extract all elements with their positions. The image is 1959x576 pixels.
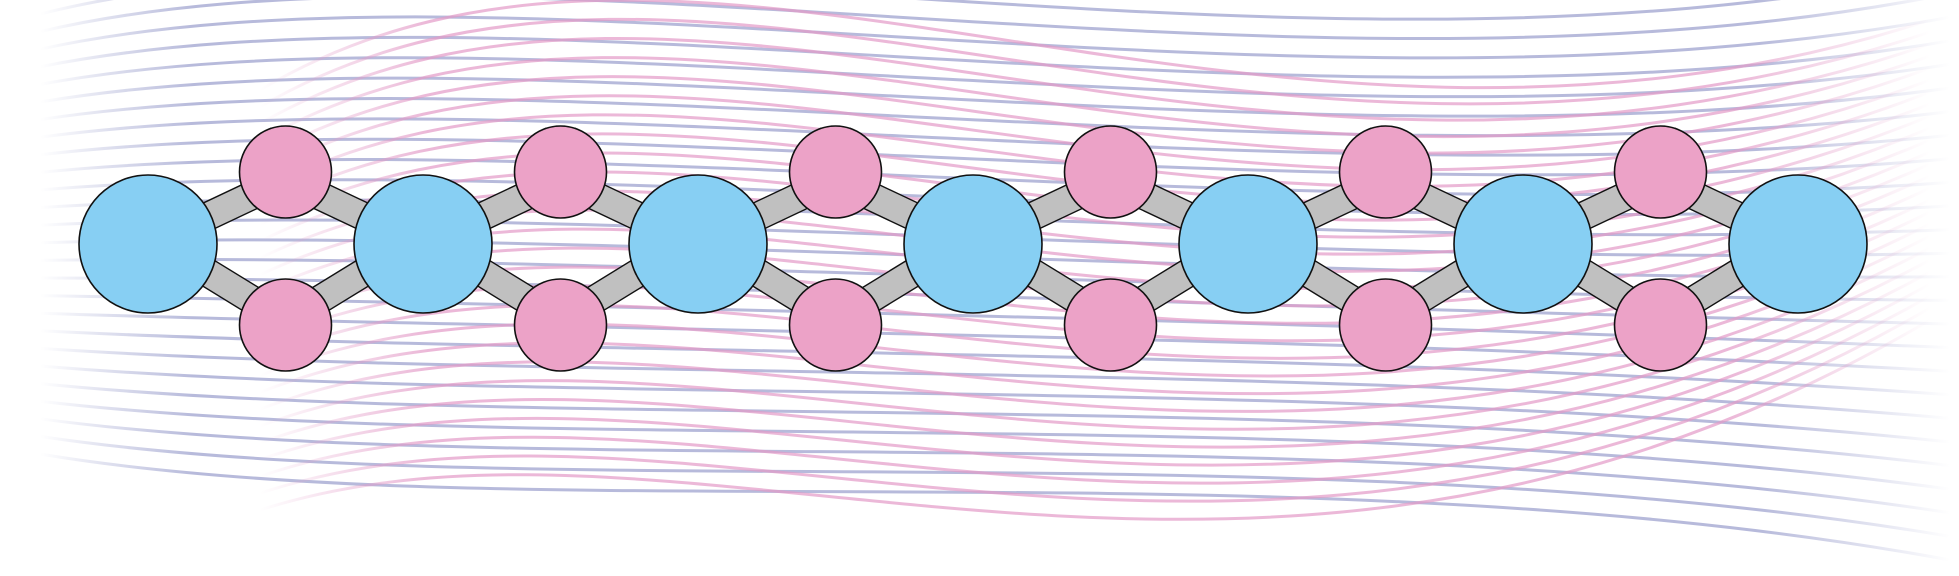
large-atom (903, 174, 1043, 314)
blue-wave-line (38, 382, 1952, 468)
pink-wave-line (258, 270, 1932, 449)
blue-wave-line (38, 15, 1952, 60)
pink-wave-line (258, 0, 1932, 92)
blue-wave-line (38, 56, 1952, 99)
blue-wave-line (38, 434, 1952, 538)
small-atom-top (238, 125, 333, 219)
small-atom-bottom (1063, 278, 1158, 372)
small-atom-top (788, 125, 883, 219)
pink-wave-line (258, 294, 1932, 485)
pink-wave-line (258, 306, 1932, 503)
small-atom-bottom (513, 278, 608, 372)
small-atom-top (1613, 125, 1708, 219)
small-atom-bottom (1338, 278, 1433, 372)
small-atom-top (1338, 125, 1433, 219)
large-atom (1728, 174, 1868, 314)
large-atom (78, 174, 218, 314)
large-atom (353, 174, 493, 314)
blue-wave-line (38, 452, 1952, 562)
small-atom-bottom (788, 278, 883, 372)
atom-group (78, 125, 1868, 372)
blue-wave-line (38, 0, 1781, 21)
large-atom (1453, 174, 1593, 314)
blue-wave-line (38, 0, 1925, 41)
large-atom (1178, 174, 1318, 314)
pink-wave-line (258, 54, 1932, 142)
blue-wave-line (38, 417, 1952, 515)
pink-wave-line (258, 258, 1932, 431)
small-atom-bottom (1613, 278, 1708, 372)
pink-wave-line (258, 246, 1932, 413)
small-atom-bottom (238, 278, 333, 372)
blue-wave-line (38, 364, 1952, 444)
pink-wave-line (258, 282, 1932, 467)
large-atom (628, 174, 768, 314)
blue-wave-line (38, 35, 1952, 79)
small-atom-top (1063, 125, 1158, 219)
blue-wave-line (38, 76, 1952, 118)
small-atom-top (513, 125, 608, 219)
pink-wave-line (258, 17, 1932, 109)
pink-wave-line (258, 36, 1932, 126)
pink-wave-line (258, 318, 1932, 521)
